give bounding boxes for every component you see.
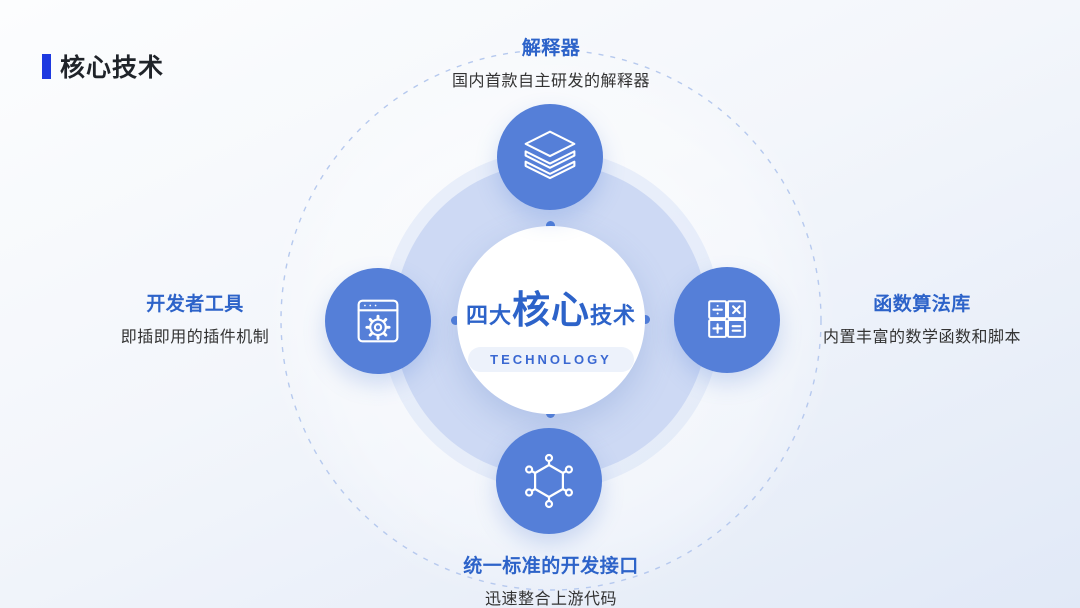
node-description: 国内首款自主研发的解释器 bbox=[451, 73, 650, 90]
center-title-prefix: 四大 bbox=[465, 302, 512, 328]
label-block-interpreter: 解释器 国内首款自主研发的解释器 bbox=[380, 33, 722, 91]
node-circle-math-library bbox=[674, 267, 780, 373]
node-circle-developer-tools bbox=[325, 268, 431, 374]
connector-dot-top bbox=[546, 221, 555, 230]
node-circle-unified-api bbox=[496, 428, 602, 534]
layers-icon bbox=[524, 130, 576, 180]
node-label: 统一标准的开发接口 bbox=[463, 556, 639, 577]
page-title: 核心技术 bbox=[60, 54, 165, 82]
connector-dot-left bbox=[451, 316, 460, 325]
label-block-developer-tools: 开发者工具 即插即用的插件机制 bbox=[75, 289, 315, 347]
label-block-unified-api: 统一标准的开发接口 迅速整合上游代码 bbox=[381, 551, 721, 608]
node-circle-interpreter bbox=[497, 104, 603, 210]
node-description: 即插即用的插件机制 bbox=[120, 329, 270, 346]
technology-badge: TECHNOLOGY bbox=[468, 346, 634, 372]
center-title-emphasis: 核心 bbox=[511, 289, 590, 332]
node-label: 解释器 bbox=[521, 38, 581, 59]
browser-gear-icon bbox=[357, 299, 399, 343]
label-block-math-library: 函数算法库 内置丰富的数学函数和脚本 bbox=[800, 289, 1044, 347]
molecule-icon bbox=[525, 453, 574, 509]
calculator-icon bbox=[708, 300, 746, 338]
node-label: 函数算法库 bbox=[873, 294, 971, 315]
title-accent-bar bbox=[42, 53, 51, 79]
node-label: 开发者工具 bbox=[146, 294, 244, 315]
connector-dot-right bbox=[641, 315, 650, 324]
node-description: 迅速整合上游代码 bbox=[484, 591, 617, 608]
node-description: 内置丰富的数学函数和脚本 bbox=[822, 329, 1021, 346]
center-circle: 四大 核心 技术 TECHNOLOGY bbox=[457, 226, 645, 414]
center-title: 四大 核心 技术 bbox=[466, 279, 636, 334]
center-title-suffix: 技术 bbox=[590, 302, 637, 328]
page-header: 核心技术 bbox=[42, 48, 164, 84]
